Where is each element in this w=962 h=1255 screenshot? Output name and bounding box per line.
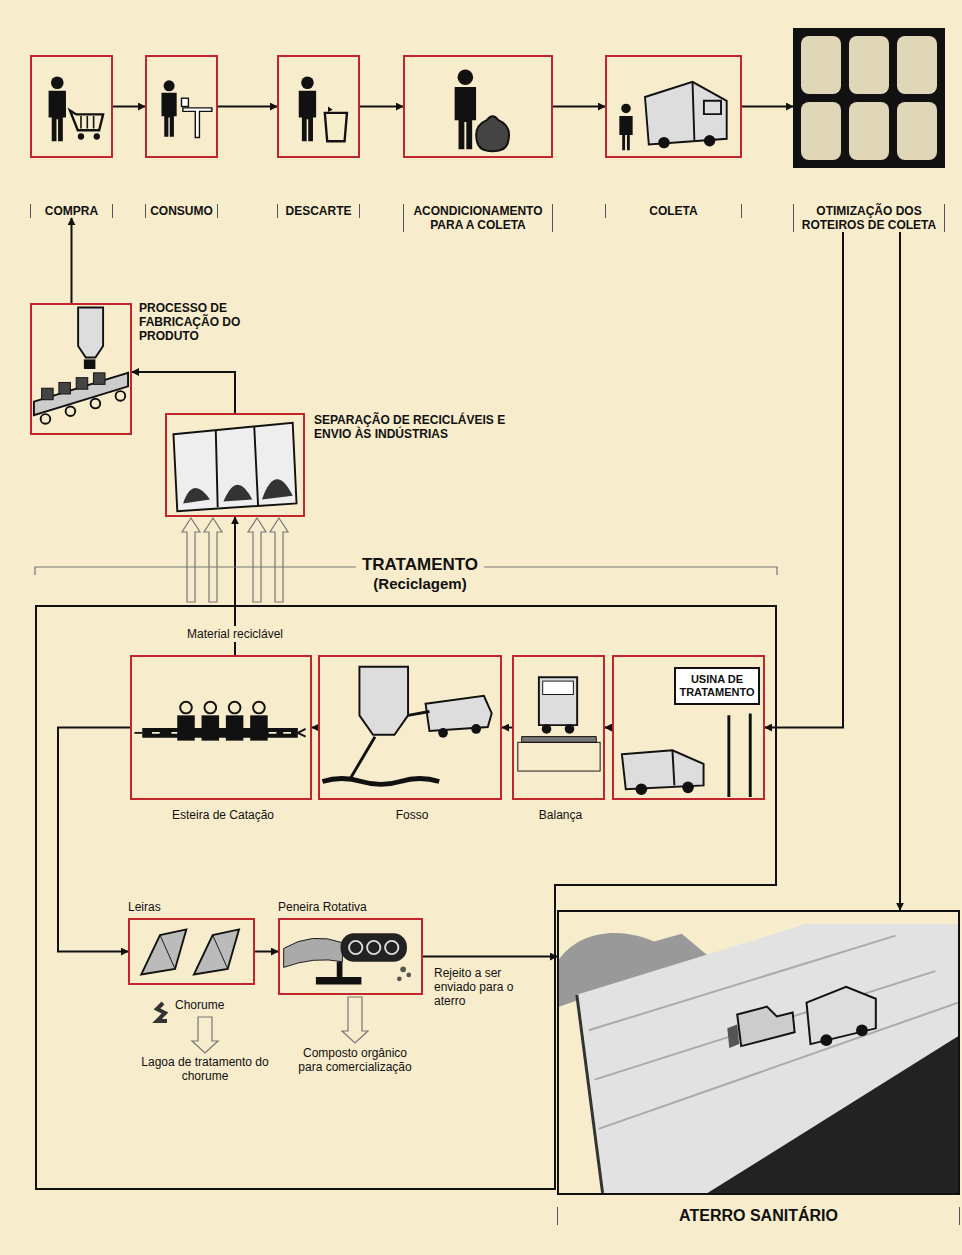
- flow-arrow: [255, 951, 278, 953]
- box-illustration: [514, 657, 603, 798]
- process-box: Balança: [512, 655, 605, 800]
- note-label: Chorume: [153, 998, 265, 1012]
- region-subtitle: (Reciclagem): [367, 575, 472, 593]
- process-box: ACONDICIONAMENTO PARA A COLETA: [403, 55, 553, 232]
- process-box: CONSUMO: [145, 55, 218, 218]
- step-label: CONSUMO: [145, 204, 218, 218]
- box-illustration: [32, 305, 130, 433]
- icon-frame: [145, 55, 218, 158]
- box-illustration: [130, 920, 253, 983]
- step-label: SEPARAÇÃO DE RECICLÁVEIS E ENVIO ÀS INDÚ…: [314, 413, 514, 441]
- step-label: COLETA: [605, 204, 742, 218]
- process-box: COLETA: [605, 55, 742, 218]
- flow-arrow: [553, 106, 605, 108]
- edge-label: Rejeito a ser enviado para o aterro: [431, 965, 549, 1009]
- box-illustration: [320, 657, 500, 798]
- process-box: SEPARAÇÃO DE RECICLÁVEIS E ENVIO ÀS INDÚ…: [165, 413, 305, 517]
- process-box: OTIMIZAÇÃO DOS ROTEIROS DE COLETA: [793, 28, 945, 232]
- edge-label: Material reciclável: [184, 626, 286, 642]
- process-box: DESCARTE: [277, 55, 360, 218]
- part-label: Balança: [484, 808, 637, 822]
- process-box: Fosso: [318, 655, 502, 800]
- icon-frame: [605, 55, 742, 158]
- flow-arrow: [218, 106, 277, 108]
- box-illustration: [132, 657, 310, 798]
- flow-arrow: [423, 956, 557, 958]
- process-box: ATERRO SANITÁRIO: [557, 910, 960, 1195]
- step-label: OTIMIZAÇÃO DOS ROTEIROS DE COLETA: [793, 204, 945, 232]
- note-label: Composto orgânico para comercialização: [297, 1046, 413, 1074]
- part-label: Peneira Rotativa: [278, 900, 463, 914]
- flow-arrow: [742, 106, 793, 108]
- box-illustration: [167, 415, 303, 515]
- process-box: Peneira Rotativa: [278, 918, 423, 995]
- sign-text: USINA DE TRATAMENTO: [674, 667, 760, 705]
- icon-frame: [277, 55, 360, 158]
- process-box: Esteira de Catação: [130, 655, 312, 800]
- landfill-label: ATERRO SANITÁRIO: [557, 1207, 960, 1225]
- box-illustration: [280, 920, 421, 993]
- part-label: Fosso: [290, 808, 534, 822]
- process-box: PROCESSO DE FABRICAÇÃO DO PRODUTO: [30, 303, 132, 435]
- part-label: Leiras: [128, 900, 295, 914]
- route-map: [793, 28, 945, 168]
- icon-frame: [30, 55, 113, 158]
- region-heading: TRATAMENTO(Reciclagem): [320, 555, 520, 593]
- region-title: TRATAMENTO: [356, 555, 484, 575]
- flow-arrow: [71, 218, 73, 303]
- part-label: Esteira de Catação: [102, 808, 344, 822]
- box-illustration: USINA DE TRATAMENTO: [614, 657, 763, 798]
- landfill-illustration: [557, 910, 960, 1195]
- step-label: ACONDICIONAMENTO PARA A COLETA: [403, 204, 553, 232]
- process-box: Leiras: [128, 918, 255, 985]
- flow-arrow: [360, 106, 403, 108]
- note-label: Lagoa de tratamento do chorume: [135, 1055, 275, 1083]
- process-box: COMPRA: [30, 55, 113, 218]
- flow-arrow: [899, 232, 901, 910]
- flow-arrow: [605, 727, 612, 729]
- process-box: USINA DE TRATAMENTO: [612, 655, 765, 800]
- icon-frame: [403, 55, 553, 158]
- step-label: COMPRA: [30, 204, 113, 218]
- flow-arrow: [58, 728, 130, 952]
- step-label: PROCESSO DE FABRICAÇÃO DO PRODUTO: [139, 301, 279, 343]
- flow-arrow: [113, 106, 145, 108]
- flow-arrow: [132, 372, 235, 413]
- step-label: DESCARTE: [277, 204, 360, 218]
- flow-arrow: [502, 727, 512, 729]
